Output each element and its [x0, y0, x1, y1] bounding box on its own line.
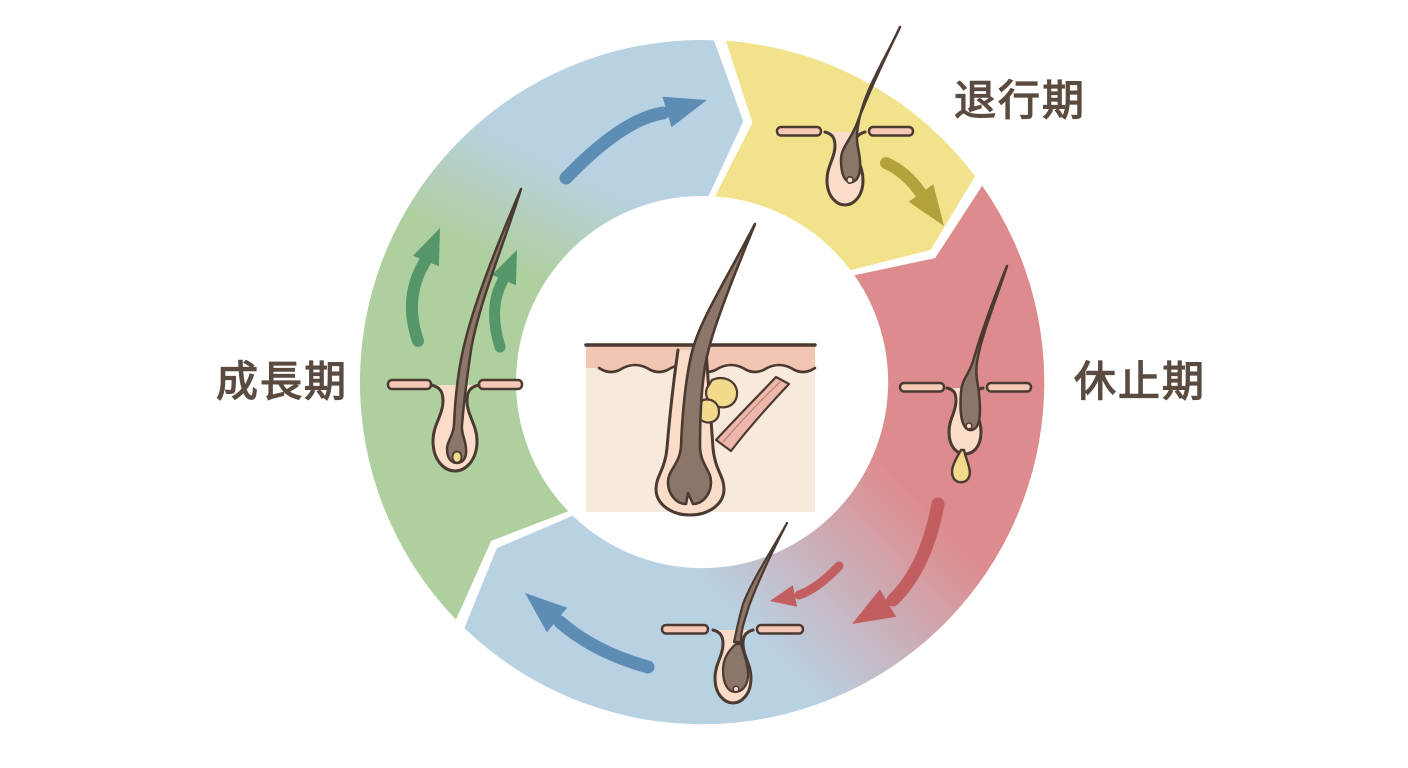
shedding-droplet — [950, 448, 971, 484]
follicle-new-growth-illustration — [660, 521, 805, 705]
follicle-telogen-illustration — [898, 264, 1033, 484]
up-arrow-right-icon — [489, 250, 517, 353]
segment-anagen-green — [359, 39, 744, 620]
down-right-arrow-catagen-icon — [880, 157, 944, 226]
arrector-pili-muscle — [714, 375, 791, 453]
label-catagen-phase: 退行期 — [954, 76, 1087, 125]
flow-arrows — [405, 96, 945, 674]
club-notch — [845, 176, 854, 185]
new-hair-shaft — [732, 521, 789, 644]
club-notch — [732, 685, 740, 693]
small-left-arrow-shed-icon — [770, 561, 844, 607]
hair-shaft — [666, 222, 757, 506]
right-arrow-top-icon — [559, 96, 707, 185]
up-arrow-left-icon — [405, 228, 440, 347]
club-hair — [959, 264, 1009, 432]
down-left-arrow-telogen-icon — [852, 497, 945, 624]
muscle-striation — [722, 381, 781, 443]
label-telogen-phase: 休止期 — [1074, 357, 1207, 406]
follicle-catagen-illustration — [775, 25, 915, 207]
follicle-anagen-illustration — [386, 187, 524, 473]
skin-cross-section-illustration — [584, 222, 817, 517]
left-arrow-bottom-icon — [525, 593, 655, 674]
club-notch — [965, 422, 973, 430]
papilla — [451, 450, 463, 464]
sebaceous-gland — [705, 376, 739, 409]
label-anagen-phase: 成長期 — [216, 357, 349, 406]
